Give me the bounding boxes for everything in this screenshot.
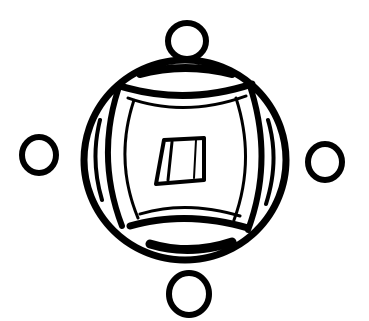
main-ornate-circle-icon [84,60,286,260]
top-cap [140,68,232,74]
center-square-accent-2 [194,140,196,178]
right-band-outer [248,86,262,230]
right-band-edge [266,120,274,204]
right-small-circle-icon [308,144,342,180]
left-band-outer [108,90,122,226]
center-skewed-square [156,138,204,184]
top-arch [120,84,252,96]
outer-ring [84,60,286,260]
bottom-arch-inner [140,207,240,216]
top-small-circle-icon [168,23,206,59]
left-band-edge [95,120,102,200]
left-band-inner [125,100,138,218]
center-square-accent [168,142,172,180]
bottom-small-circle-icon [169,273,209,315]
bottom-arch [130,218,248,228]
bottom-cap [150,242,232,250]
right-band-inner [234,98,246,220]
left-small-circle-icon [22,137,56,173]
